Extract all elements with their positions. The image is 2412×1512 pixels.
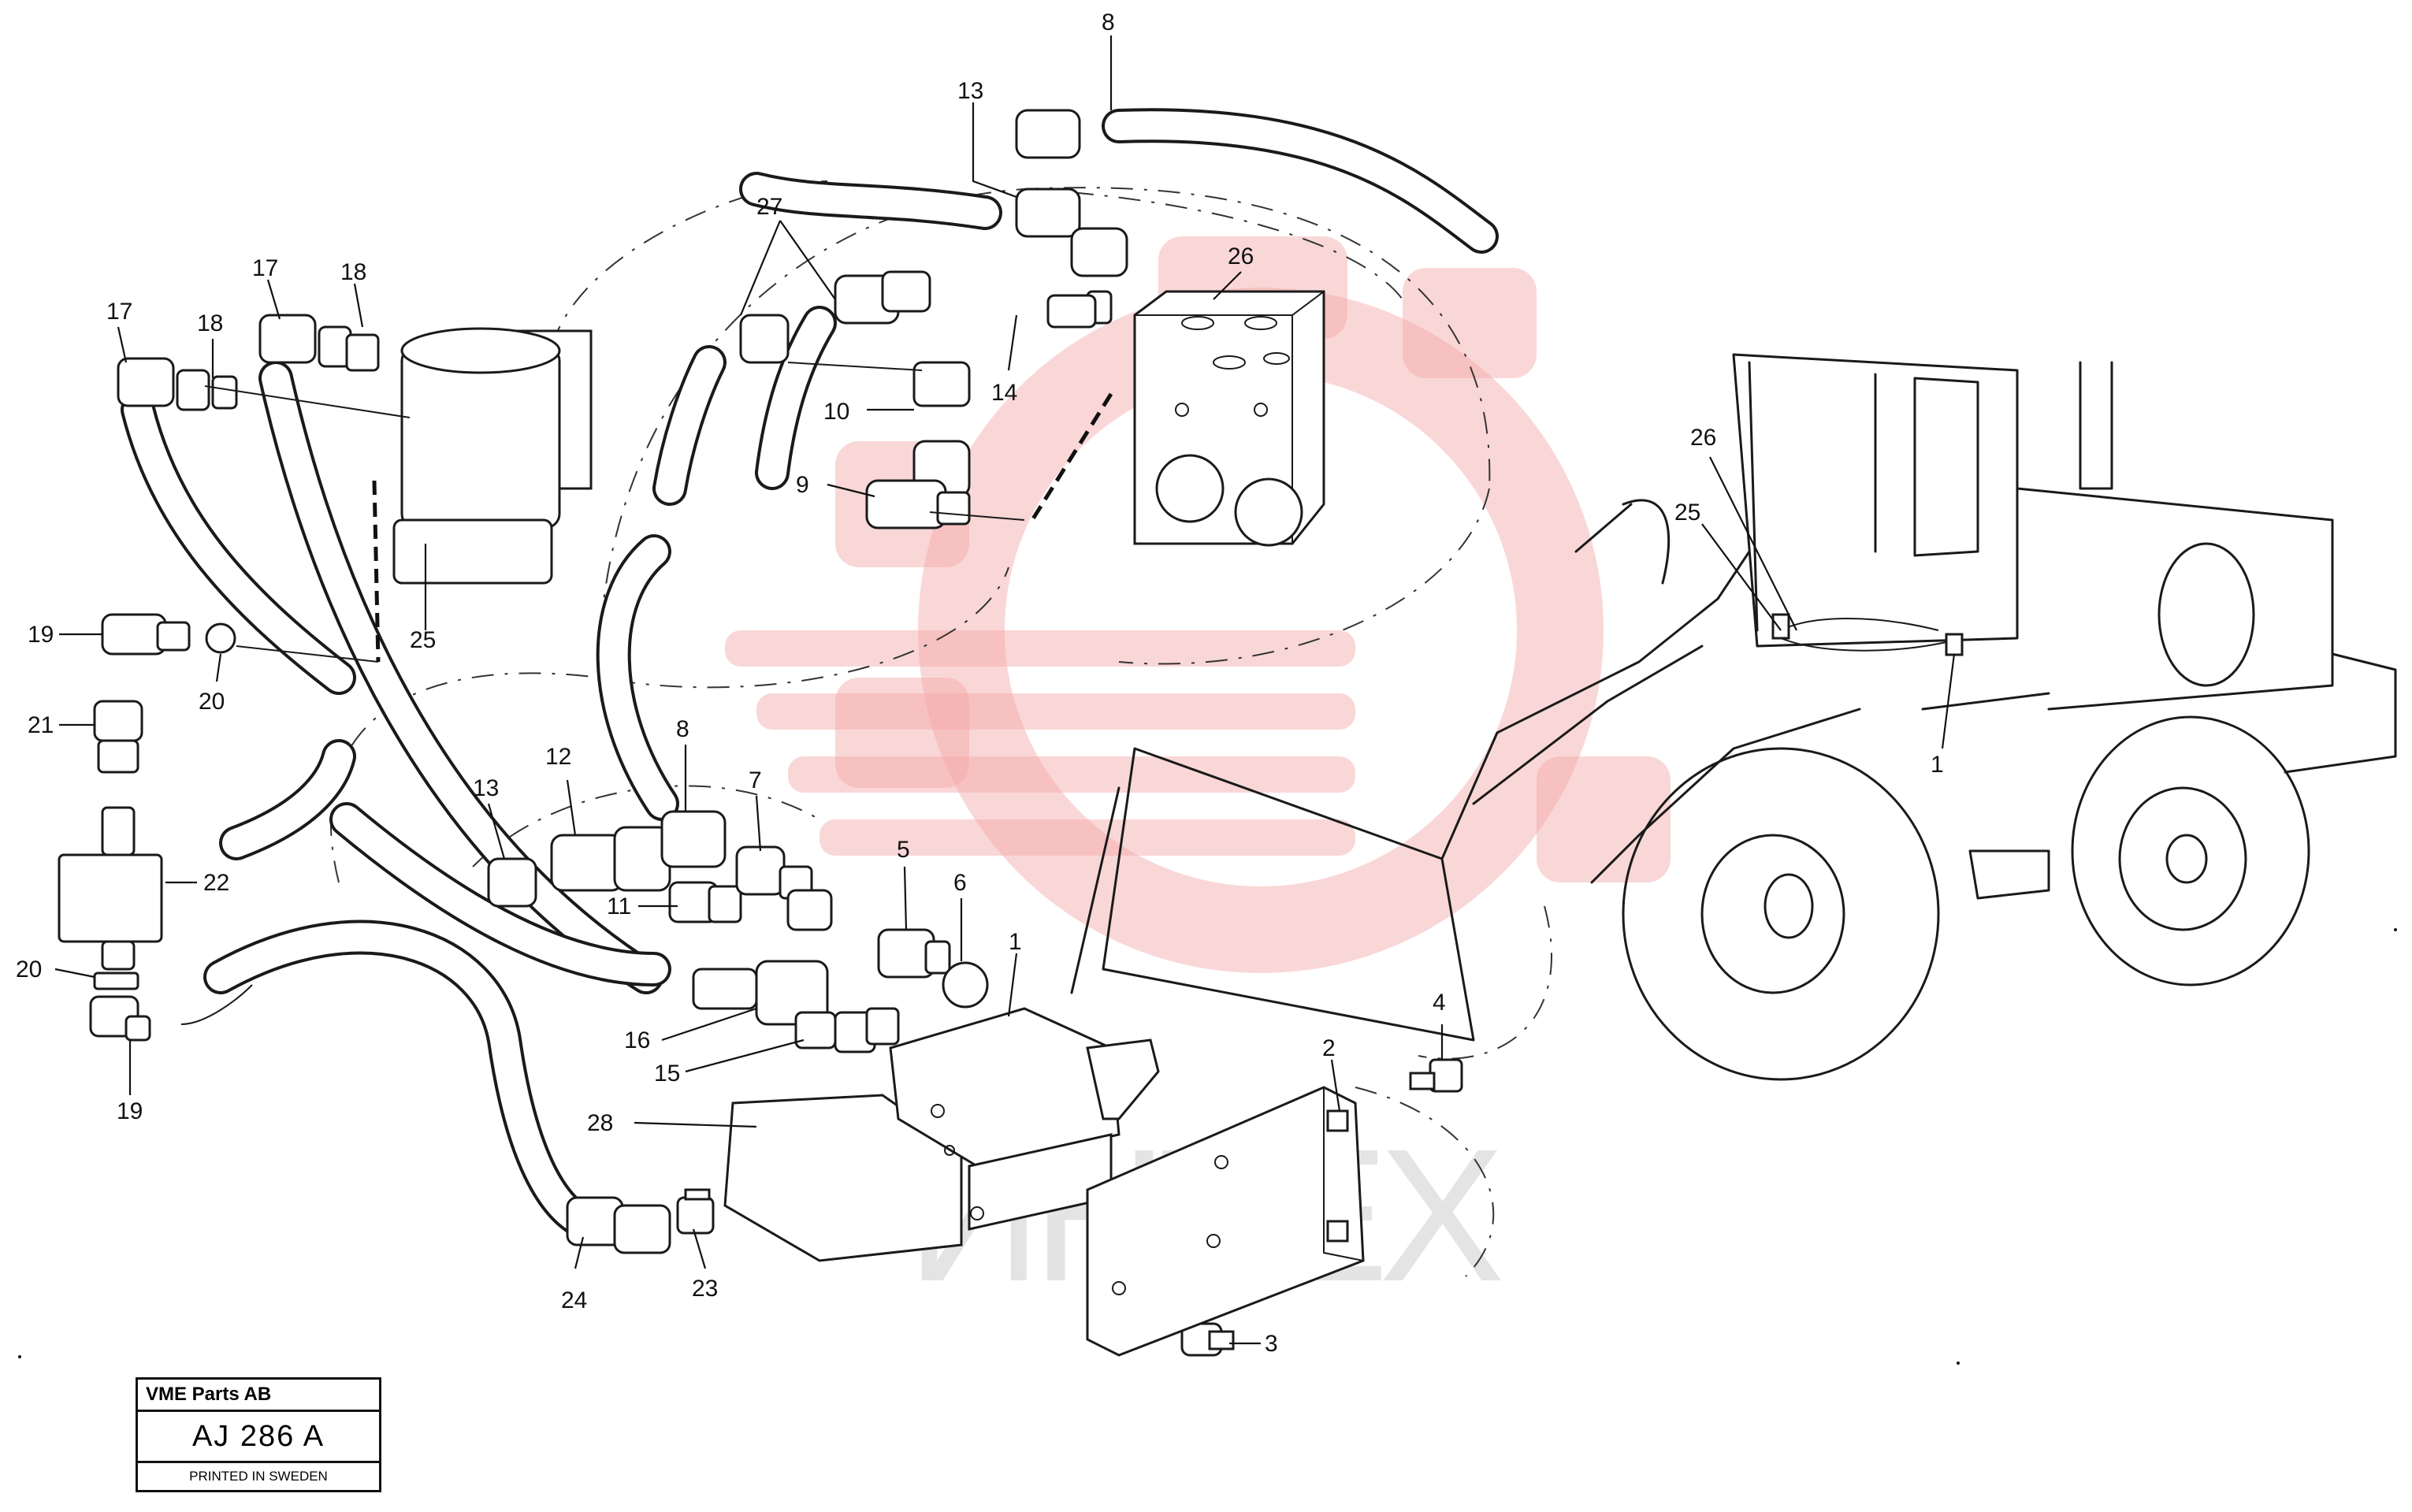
callout-7: 7 xyxy=(749,767,762,793)
callout-1-right: 1 xyxy=(1931,752,1944,778)
callout-25-left: 25 xyxy=(410,627,436,653)
printed-note: PRINTED IN SWEDEN xyxy=(189,1469,328,1484)
filter-canister xyxy=(392,327,593,585)
callout-labels: 8 13 27 26 17 17 18 18 10 14 9 25 19 20 … xyxy=(16,9,1944,1357)
callout-25-right: 25 xyxy=(1674,500,1700,526)
callout-3: 3 xyxy=(1265,1331,1278,1357)
callout-10: 10 xyxy=(823,399,849,425)
callout-22: 22 xyxy=(203,870,229,896)
callout-17-a: 17 xyxy=(106,299,132,325)
callout-18-b: 18 xyxy=(340,259,366,285)
callout-20-bottom: 20 xyxy=(16,957,42,983)
callout-6: 6 xyxy=(953,870,967,896)
callout-5: 5 xyxy=(897,837,910,863)
callout-19-bottom: 19 xyxy=(117,1098,143,1124)
callout-2: 2 xyxy=(1322,1035,1336,1061)
wheel-loader xyxy=(1070,353,2397,1081)
callout-16: 16 xyxy=(624,1027,650,1053)
callout-26-right: 26 xyxy=(1690,425,1716,451)
callout-11: 11 xyxy=(607,893,631,919)
stray-dot xyxy=(18,1355,21,1358)
callout-20-top: 20 xyxy=(199,689,225,715)
solenoid-block xyxy=(723,1007,1160,1262)
callout-12: 12 xyxy=(545,744,571,770)
callout-8-top: 8 xyxy=(1102,9,1115,35)
callout-1-mid: 1 xyxy=(1009,929,1022,955)
company-name: VME Parts AB xyxy=(138,1380,379,1412)
callout-13-top: 13 xyxy=(957,78,983,104)
callout-14: 14 xyxy=(991,380,1017,406)
mounting-bracket xyxy=(1086,1086,1365,1357)
callout-26-top: 26 xyxy=(1228,243,1254,269)
leader-lines xyxy=(54,35,1956,1345)
callout-23: 23 xyxy=(692,1276,718,1302)
watermark-logo xyxy=(725,236,1671,973)
callout-19-top: 19 xyxy=(28,622,54,648)
callout-18-a: 18 xyxy=(197,310,223,336)
callout-21: 21 xyxy=(28,712,54,738)
hoses xyxy=(121,108,1499,1243)
stray-dot xyxy=(1957,1362,1960,1365)
callout-13-mid: 13 xyxy=(473,775,499,801)
callout-27: 27 xyxy=(756,194,782,220)
stray-dot xyxy=(2394,928,2397,931)
callout-4: 4 xyxy=(1433,990,1446,1016)
title-block: VME Parts AB AJ 286 A PRINTED IN SWEDEN xyxy=(136,1377,381,1492)
drawing-code: AJ 286 A xyxy=(138,1412,379,1463)
callout-15: 15 xyxy=(654,1061,680,1087)
callout-9: 9 xyxy=(796,472,809,498)
callout-28: 28 xyxy=(587,1110,613,1136)
callout-24: 24 xyxy=(561,1287,587,1313)
callout-8-mid: 8 xyxy=(676,716,689,742)
callout-17-b: 17 xyxy=(252,255,278,281)
connection-lines xyxy=(180,362,1113,1025)
valve-block xyxy=(1133,290,1325,547)
fittings xyxy=(58,109,1463,1357)
